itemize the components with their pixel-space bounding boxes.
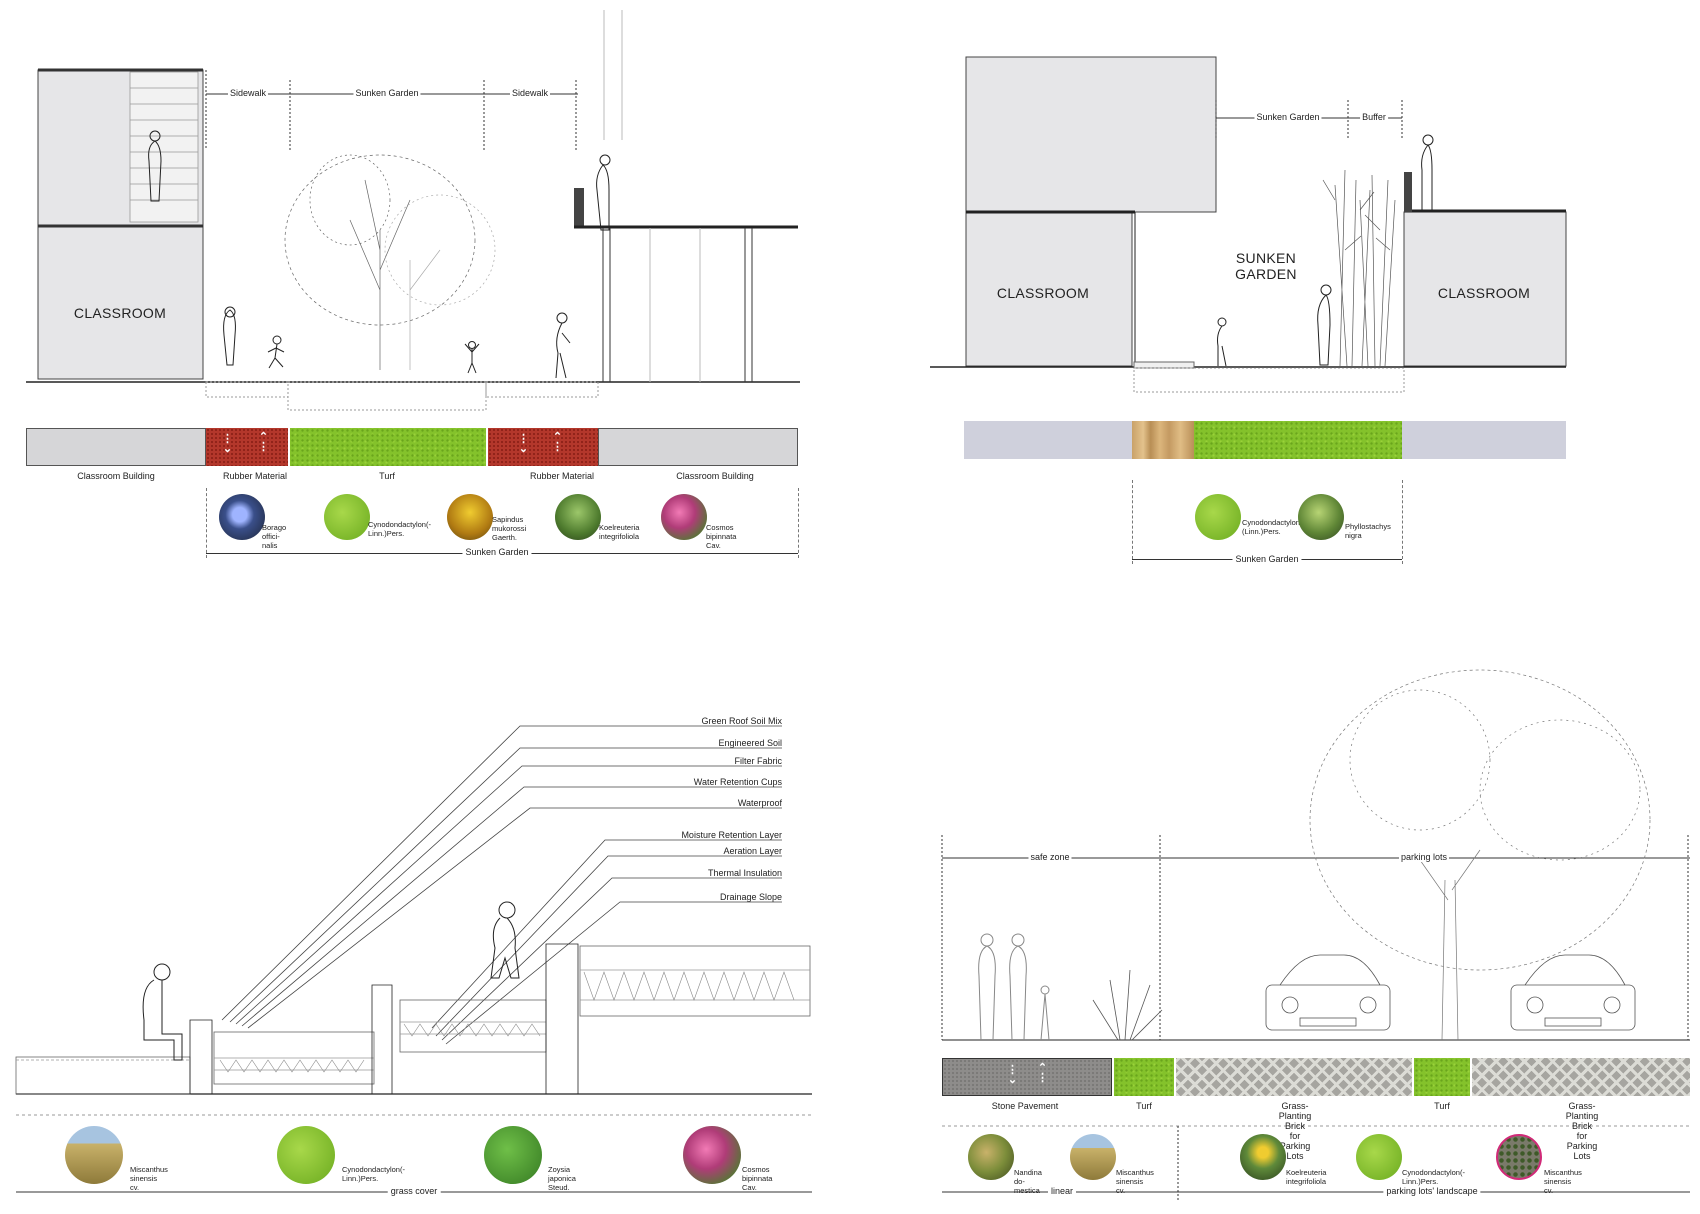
layer-aeration: Aeration Layer (723, 846, 782, 856)
material-building-left (964, 421, 1132, 459)
plant-photo-miscanthus (1070, 1134, 1116, 1180)
arrow-up-icon: ⌃⋮ (258, 431, 269, 453)
plant-photo-grass-brick (1496, 1134, 1542, 1180)
material-turf (1114, 1058, 1174, 1096)
material-classroom-left (26, 428, 206, 466)
dim-buffer: Buffer (1360, 112, 1388, 122)
material-turf (1414, 1058, 1470, 1096)
label-grass-planting-brick: Grass-Planting Brick for Parking Lots (1565, 1101, 1599, 1161)
plant-label: Cynodondactylon(- Linn.)Pers. (368, 520, 431, 538)
plant-label: Miscanthus sinensis cv. (130, 1165, 168, 1192)
plant-photo-cynodon (1356, 1134, 1402, 1180)
plant-label: Nandina do- mestica (1014, 1168, 1042, 1195)
plant-label: Borago offici- nalis (262, 523, 287, 550)
material-turf (290, 428, 486, 466)
plant-photo-koelreuteria (555, 494, 601, 540)
material-wood-deck (1132, 421, 1194, 459)
extent-tick (798, 488, 800, 558)
layer-thermal-insulation: Thermal Insulation (707, 868, 782, 878)
label-stone-pavement: Stone Pavement (991, 1101, 1059, 1111)
plant-label: Zoysia japonica Steud. (548, 1165, 576, 1192)
material-grass-brick (1472, 1058, 1690, 1096)
extent-label-linear: linear (1047, 1186, 1077, 1196)
dim-parking-lots: parking lots (1398, 852, 1450, 862)
room-label-classroom-left: CLASSROOM (996, 285, 1090, 301)
material-grass-brick (1176, 1058, 1412, 1096)
material-rubber-left: ⋮⌄ ⌃⋮ (206, 428, 288, 466)
room-label-classroom-right: CLASSROOM (1437, 285, 1531, 301)
material-turf (1194, 421, 1402, 459)
label-rubber-material: Rubber Material (222, 471, 288, 481)
arrow-up-icon: ⌃⋮ (552, 431, 563, 453)
label-classroom-building: Classroom Building (77, 471, 155, 481)
layer-engineered-soil: Engineered Soil (718, 738, 782, 748)
label-classroom-building: Classroom Building (676, 471, 754, 481)
plant-label: Miscanthus sinensis cv. (1116, 1168, 1154, 1195)
label-grass-planting-brick: Grass-Planting Brick for Parking Lots (1278, 1101, 1312, 1161)
center-label-garden: GARDEN (1235, 266, 1297, 282)
plant-photo-cynodon (277, 1126, 335, 1184)
label-turf: Turf (379, 471, 395, 481)
plant-label: Miscanthus sinensis cv. (1544, 1168, 1582, 1195)
plant-photo-phyllostachys (1298, 494, 1344, 540)
dim-sidewalk-left: Sidewalk (227, 88, 269, 98)
dim-safe-zone: safe zone (1028, 852, 1072, 862)
plant-photo-cynodon (1195, 494, 1241, 540)
extent-tick (206, 488, 208, 558)
material-stone-pavement: ⋮⌄ ⌃⋮ (942, 1058, 1112, 1096)
plant-photo-borago (219, 494, 265, 540)
layer-water-retention-cups: Water Retention Cups (693, 777, 782, 787)
dim-sidewalk-right: Sidewalk (509, 88, 551, 98)
arrow-down-icon: ⋮⌄ (222, 433, 233, 455)
plant-photo-koelreuteria (1240, 1134, 1286, 1180)
dim-sunken-garden: Sunken Garden (1254, 112, 1322, 122)
plant-label: Koelreuteria integrifoliola (1286, 1168, 1327, 1186)
plant-label: Cynodondactylon(- Linn.)Pers. (1402, 1168, 1465, 1186)
layer-moisture-retention: Moisture Retention Layer (681, 830, 782, 840)
plant-label: Sapindus mukorossi Gaerth. (492, 515, 527, 542)
layer-filter-fabric: Filter Fabric (734, 756, 782, 766)
plant-photo-cosmos (683, 1126, 741, 1184)
material-rubber-right: ⋮⌄ ⌃⋮ (488, 428, 598, 466)
label-rubber-material: Rubber Material (529, 471, 595, 481)
plant-photo-sapindus (447, 494, 493, 540)
plant-label: Cosmos bipinnata Cav. (706, 523, 737, 550)
plant-photo-cynodon (324, 494, 370, 540)
plant-label: Cosmos bipinnata Cav. (742, 1165, 773, 1192)
room-label-classroom: CLASSROOM (73, 305, 167, 321)
center-label-sunken: SUNKEN (1235, 250, 1297, 266)
plant-photo-miscanthus (65, 1126, 123, 1184)
plant-label: Cynodondactylon (Linn.)Pers. (1242, 518, 1300, 536)
extent-label-parking-landscape: parking lots' landscape (1383, 1186, 1481, 1196)
plant-photo-zoysia (484, 1126, 542, 1184)
extent-tick (1402, 480, 1404, 564)
material-classroom-right (598, 428, 798, 466)
layer-drainage-slope: Drainage Slope (719, 892, 782, 902)
extent-tick (1132, 480, 1134, 564)
plant-photo-nandina (968, 1134, 1014, 1180)
plant-label: Phyllostachys nigra (1345, 522, 1391, 540)
plant-label: Cynodondactylon(- Linn.)Pers. (342, 1165, 405, 1183)
arrow-down-icon: ⋮⌄ (1007, 1064, 1018, 1086)
label-turf: Turf (1136, 1101, 1152, 1111)
dim-sunken-garden: Sunken Garden (353, 88, 421, 98)
arrow-up-icon: ⌃⋮ (1037, 1062, 1048, 1084)
plant-photo-cosmos (661, 494, 707, 540)
label-turf: Turf (1434, 1101, 1450, 1111)
arrow-down-icon: ⋮⌄ (518, 433, 529, 455)
extent-label-sunken-garden: Sunken Garden (1232, 554, 1302, 564)
extent-label-sunken-garden: Sunken Garden (462, 547, 532, 557)
layer-green-roof-soil-mix: Green Roof Soil Mix (701, 716, 782, 726)
extent-label-grass-cover: grass cover (387, 1186, 441, 1196)
plant-label: Koelreuteria integrifoliola (599, 523, 640, 541)
material-building-right (1402, 421, 1566, 459)
layer-waterproof: Waterproof (737, 798, 782, 808)
